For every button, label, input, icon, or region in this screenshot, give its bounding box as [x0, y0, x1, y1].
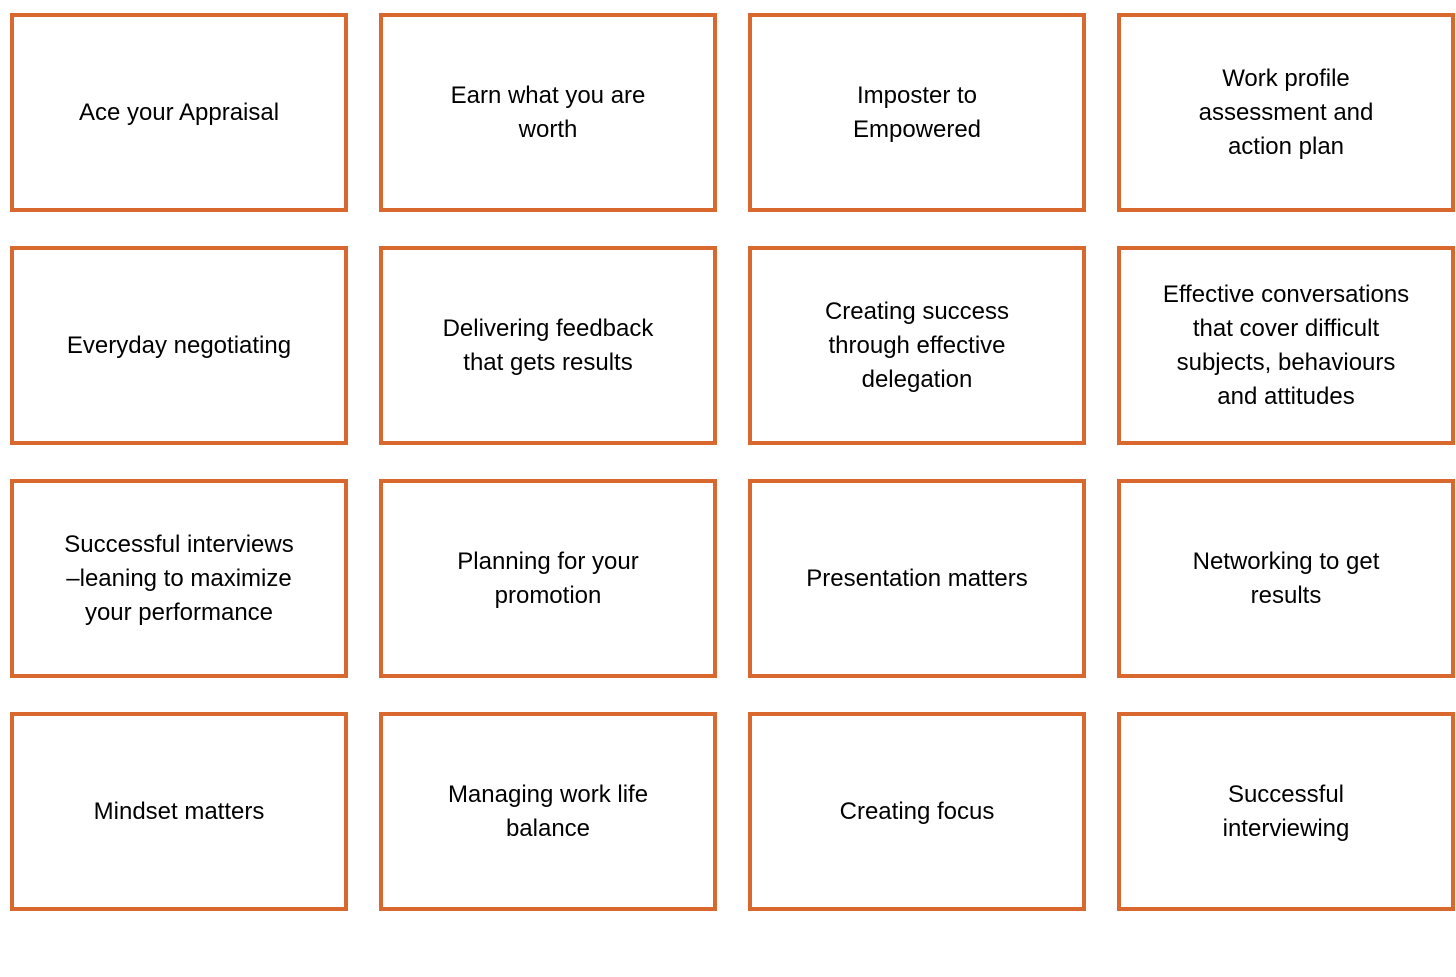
topic-card-label: Planning for your promotion [457, 547, 639, 609]
topic-card-label: Creating focus [839, 797, 995, 825]
topic-card-label: Networking to get results [1192, 547, 1380, 609]
topic-card-successful-interviews-maximize[interactable]: Successful interviews –leaning to maximi… [10, 479, 348, 678]
topic-card-successful-interviewing[interactable]: Successful interviewing [1117, 712, 1455, 911]
topic-card-label: Earn what you are worth [450, 81, 646, 143]
topic-card-presentation-matters[interactable]: Presentation matters [748, 479, 1086, 678]
topic-card-earn-what-you-are-worth[interactable]: Earn what you are worth [379, 13, 717, 212]
topic-card-label: Work profile assessment and action plan [1198, 64, 1374, 160]
topic-card-label: Presentation matters [806, 564, 1028, 592]
topic-card-creating-focus[interactable]: Creating focus [748, 712, 1086, 911]
topic-card-label: Ace your Appraisal [78, 98, 280, 126]
topic-card-label: Everyday negotiating [66, 331, 292, 359]
topic-card-label: Delivering feedback that gets results [442, 314, 654, 376]
topic-card-label: Effective conversations that cover diffi… [1162, 280, 1410, 410]
topic-card-label: Creating success through effective deleg… [824, 297, 1010, 393]
topic-card-networking-to-get-results[interactable]: Networking to get results [1117, 479, 1455, 678]
topic-card-label: Successful interviewing [1222, 780, 1350, 842]
topic-card-imposter-to-empowered[interactable]: Imposter to Empowered [748, 13, 1086, 212]
topic-card-ace-your-appraisal[interactable]: Ace your Appraisal [10, 13, 348, 212]
topic-card-creating-success-delegation[interactable]: Creating success through effective deleg… [748, 246, 1086, 445]
topic-card-mindset-matters[interactable]: Mindset matters [10, 712, 348, 911]
topic-grid: Ace your Appraisal Earn what you are wor… [10, 13, 1455, 911]
topic-card-label: Mindset matters [93, 797, 265, 825]
topic-card-managing-work-life-balance[interactable]: Managing work life balance [379, 712, 717, 911]
topic-card-label: Successful interviews –leaning to maximi… [64, 530, 294, 626]
topic-card-everyday-negotiating[interactable]: Everyday negotiating [10, 246, 348, 445]
topic-card-label: Managing work life balance [447, 780, 649, 842]
topic-card-label: Imposter to Empowered [852, 81, 982, 143]
topic-card-delivering-feedback[interactable]: Delivering feedback that gets results [379, 246, 717, 445]
topic-card-planning-for-promotion[interactable]: Planning for your promotion [379, 479, 717, 678]
topic-card-work-profile-assessment[interactable]: Work profile assessment and action plan [1117, 13, 1455, 212]
topic-card-effective-conversations[interactable]: Effective conversations that cover diffi… [1117, 246, 1455, 445]
